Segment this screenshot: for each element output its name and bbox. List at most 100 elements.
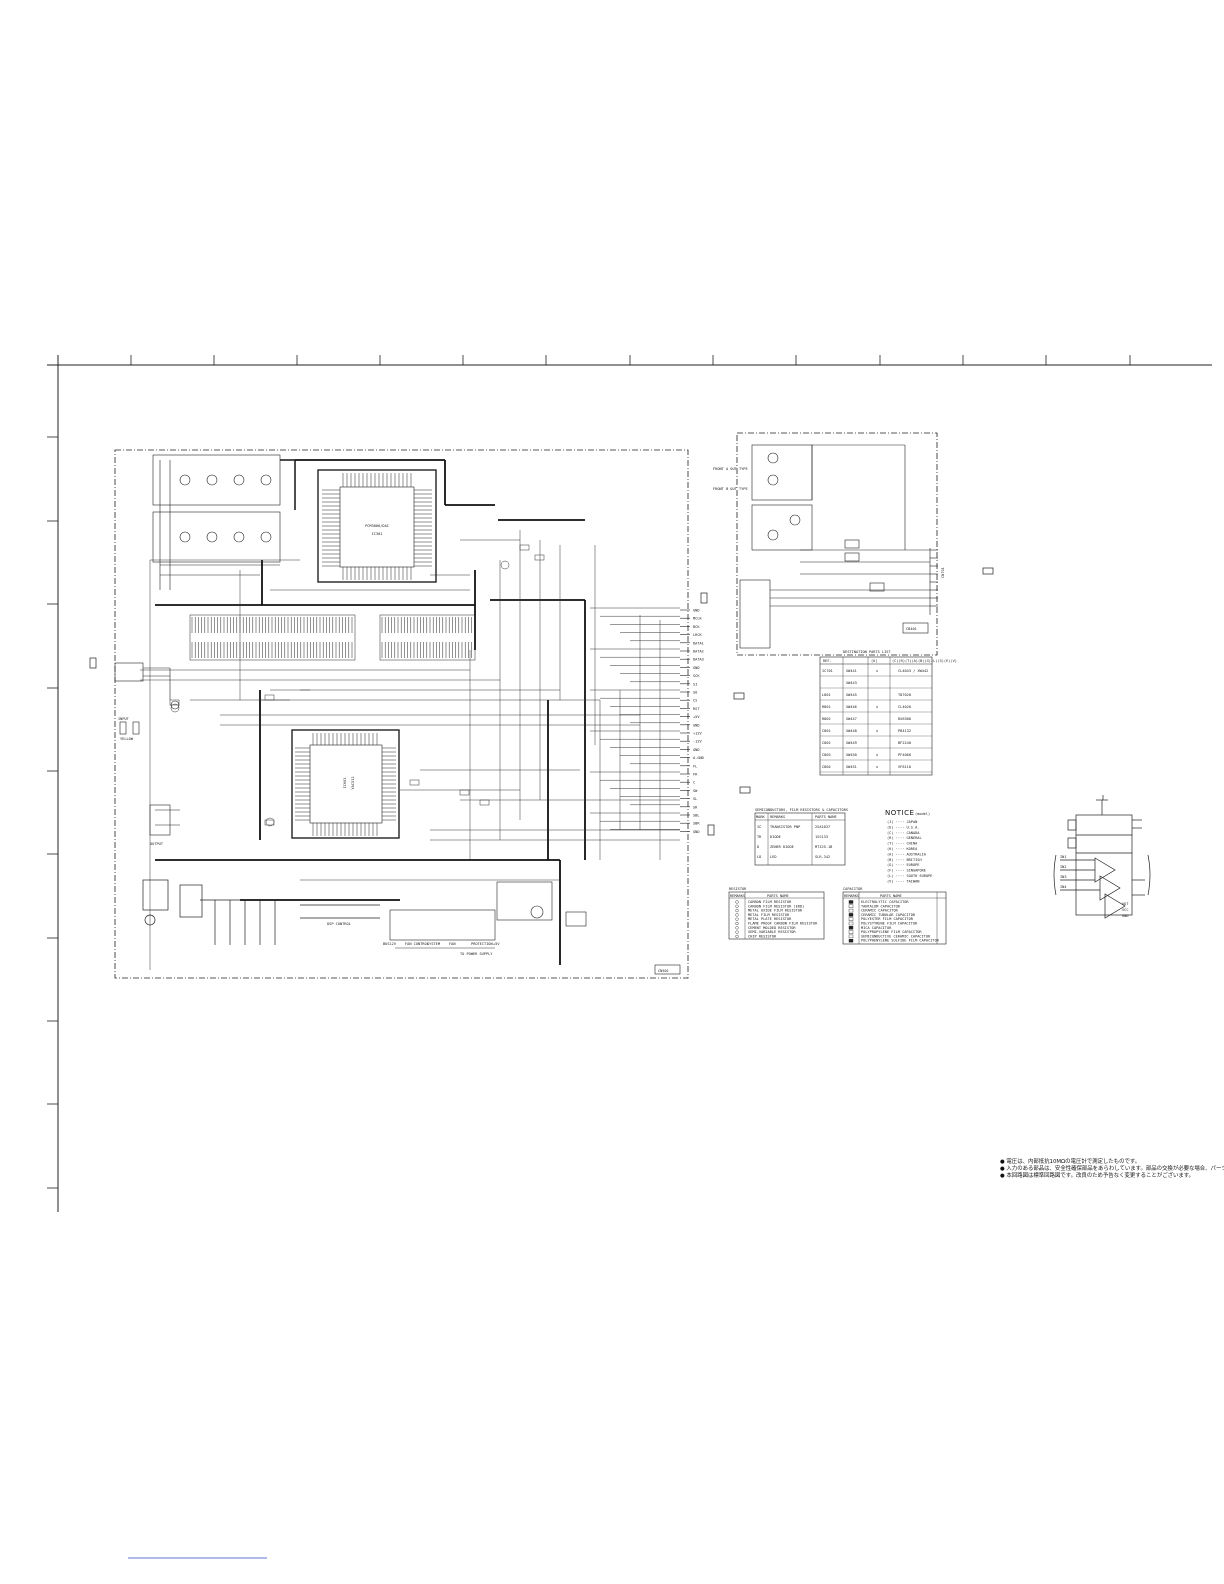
semiconductor-cell: MTZJ5.1B	[815, 845, 832, 849]
signal-wiring	[140, 530, 680, 970]
notice-item: (A) ···· AUSTRALIA	[887, 852, 927, 856]
destination-cell: XW445	[846, 693, 857, 697]
edge-pin-label: GND	[693, 609, 700, 613]
capacitor-header-remarks: REMARKS	[844, 894, 859, 898]
capacitor-symbol	[848, 939, 854, 943]
resistor-symbol	[735, 921, 739, 926]
semiconductor-cell: LED	[770, 855, 777, 859]
ic-pin-right: GND	[1122, 914, 1129, 918]
resistor-row: METAL OXIDE FILM RESISTOR	[748, 909, 803, 913]
edge-pin-label: SCK	[693, 674, 700, 678]
resistor-row: FLAME PROOF CARBON FILM RESISTOR	[748, 922, 818, 926]
ic-lower-sublabel: YAC512	[351, 777, 355, 790]
edge-pin-label: -12V	[693, 740, 702, 744]
semi-header-remarks: REMARKS	[770, 815, 785, 819]
ic-block-diagram	[1053, 795, 1151, 919]
resistor-symbol	[735, 900, 739, 904]
semiconductor-cell: SLR-342	[815, 855, 830, 859]
semiconductor-cell: D	[757, 845, 759, 849]
destination-cell: IC701	[822, 669, 833, 673]
destination-cell: x	[876, 729, 879, 733]
destination-cell: C802	[822, 741, 831, 745]
bottom-connector-label: FAN CONTROL	[405, 942, 429, 946]
capacitor-symbol	[848, 921, 854, 926]
left-jack-label-color: YELLOW	[120, 737, 134, 741]
resistor-symbol	[735, 908, 739, 913]
semiconductor-cell: DIODE	[770, 835, 781, 839]
bottom-connector-label: PROTECTION	[471, 942, 493, 946]
destination-cell: VF6110	[898, 765, 911, 769]
edge-connector: GNDMCLKBCKLRCKDATA1DATA2DATA3GNDSCKSISOC…	[680, 609, 704, 834]
resistor-table: RESISTOR REMARKS PARTS NAME CARBON FILM …	[728, 887, 825, 940]
capacitor-row: POLYSTYRENE FILM CAPACITOR	[861, 922, 918, 926]
grid-ticks-top	[130, 355, 1131, 365]
ic-pin-right: OUT	[1122, 902, 1129, 906]
destination-header-u: (U)	[871, 659, 878, 663]
destination-header-ref: REF.	[823, 659, 832, 663]
ic-yac-lower: IC601 YAC512	[291, 729, 400, 839]
resistor-row: SEMI-VARIABLE RESISTOR	[748, 930, 796, 934]
ic-pin-left: IN3	[1060, 875, 1067, 879]
main-board-corner-tag: CN501	[658, 969, 669, 973]
capacitor-symbol	[848, 930, 854, 934]
capacitor-row: CERAMIC CAPACITOR	[861, 909, 899, 913]
capacitor-row: POLYPHENYLENE SULFIDE FILM CAPACITOR	[861, 939, 940, 943]
semiconductor-cell: TR	[757, 835, 762, 839]
capacitor-row: CERAMIC TUBULAR CAPACITOR	[861, 913, 916, 917]
semiconductor-cell: 1SS133	[815, 835, 828, 839]
edge-pin-label: FL	[693, 764, 697, 768]
edge-pin-label: GND	[693, 748, 700, 752]
japanese-notes: ● 電圧は、内部抵抗10MΩの電圧計で測定したものです。 ● 入力のある部品は、…	[1000, 1157, 1224, 1179]
resistor-table-title: RESISTOR	[729, 887, 747, 891]
edge-pin-label: GND	[693, 830, 700, 834]
destination-cell: PB4132	[898, 729, 911, 733]
destination-cell: XW447	[846, 717, 857, 721]
resistor-header-remarks: REMARKS	[730, 894, 745, 898]
notice-item: (V) ···· TAIWAN	[887, 879, 919, 883]
edge-pin-label: SBR	[693, 822, 700, 826]
resistor-row: METAL FILM RESISTOR	[748, 913, 790, 917]
left-jack-block	[114, 662, 180, 735]
amp-label-front-a: FRONT A OUT TYPE	[713, 467, 748, 471]
ic-dsp-upper: PCM3006/DAC IC301	[317, 469, 437, 583]
reference-markers	[89, 567, 994, 836]
grid-ticks-left	[47, 436, 58, 1189]
transistor-array-top	[152, 454, 296, 590]
semiconductor-cell: 2SA1037	[815, 825, 830, 829]
resistor-row: CARBON FILM RESISTOR (ERD)	[748, 904, 804, 908]
left-jack-label-input: INPUT	[118, 717, 130, 721]
edge-pin-label: DATA1	[693, 641, 704, 645]
resistor-symbol	[735, 930, 739, 934]
amp-label-front-b: FRONT B OUT TYPE	[713, 487, 748, 491]
bottom-connector-label: SYSTEM	[427, 942, 441, 946]
edge-pin-label: FR	[693, 773, 698, 777]
destination-cell: C801	[822, 729, 831, 733]
notice-item: (L) ···· SOUTH EUROPE	[887, 874, 932, 878]
bottom-connector-label: BUS12V	[383, 942, 397, 946]
destination-cell: BF2240	[898, 741, 911, 745]
edge-pin-label: SI	[693, 682, 697, 686]
semiconductor-cell: TRANSISTOR PNP	[770, 825, 800, 829]
bottom-connector-block	[389, 881, 587, 941]
main-board-corner-tag-box	[654, 964, 681, 975]
amp-board-border	[736, 432, 938, 656]
capacitor-row: SEMICONDUCTIVE CERAMIC CAPACITOR	[861, 934, 931, 938]
destination-cell: XW451	[846, 765, 857, 769]
destination-cell: XW446	[846, 705, 857, 709]
semiconductor-cell: LD	[757, 855, 761, 859]
edge-pin-label: SR	[693, 805, 698, 809]
edge-pin-label: SBL	[693, 814, 700, 818]
semiconductor-cell: IC	[757, 825, 761, 829]
destination-cell: XW450	[846, 753, 857, 757]
notice-item: (F) ···· SINGAPORE	[887, 869, 926, 873]
capacitor-row: MICA CAPACITOR	[861, 926, 892, 930]
bottom-connector-label: FAN	[449, 942, 456, 946]
capacitor-header-parts: PARTS NAME	[880, 894, 902, 898]
notice-title: NOTICE	[885, 809, 914, 817]
amp-board: FRONT A OUT TYPE FRONT B OUT TYPE CB401 …	[713, 432, 945, 656]
jp-note-1: ● 電圧は、内部抵抗10MΩの電圧計で測定したものです。	[1000, 1157, 1140, 1165]
destination-cell: PF4060	[898, 753, 911, 757]
destination-cell: x	[876, 669, 879, 673]
destination-cell: T87020	[898, 693, 911, 697]
destination-cell: L801	[822, 693, 831, 697]
